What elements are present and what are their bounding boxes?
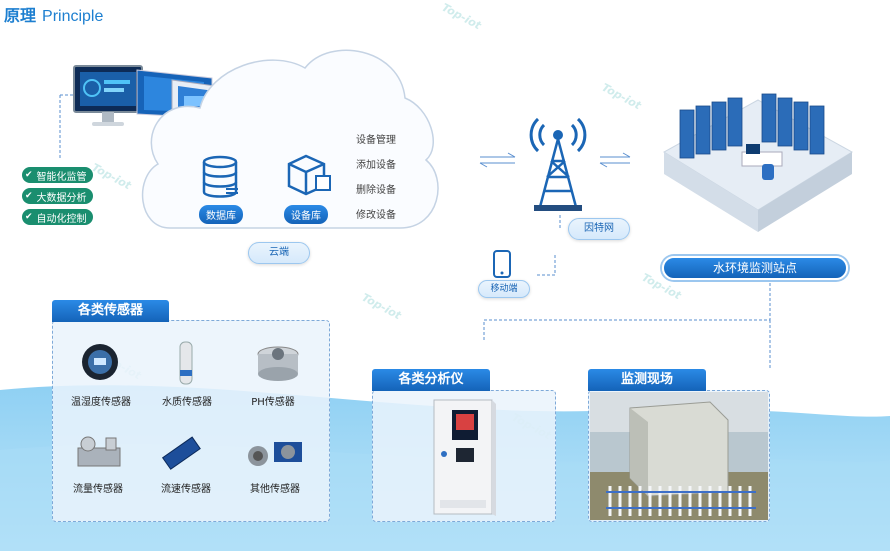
cloud-label: 云端 xyxy=(248,242,310,264)
site-title: 监测现场 xyxy=(588,369,706,391)
antenna-tower-icon xyxy=(529,117,587,211)
mobile-phone-icon xyxy=(493,250,511,278)
menu-item-manage: 设备管理 xyxy=(356,135,396,146)
check-icon: ✔ xyxy=(25,191,33,201)
feature-badge: ✔大数据分析 xyxy=(22,188,93,204)
cloud-shape xyxy=(141,49,439,229)
check-icon: ✔ xyxy=(25,212,33,222)
sensor-label-flow-speed: 流速传感器 xyxy=(161,484,211,495)
menu-item-delete: 删除设备 xyxy=(356,185,396,196)
server-room-image xyxy=(663,93,853,232)
sensor-label-humidity: 温湿度传感器 xyxy=(71,397,131,408)
station-label: 水环境监测站点 xyxy=(662,256,848,280)
feature-label: 智能化监管 xyxy=(36,171,87,183)
device-menu: 设备管理 添加设备 删除设备 修改设备 xyxy=(356,128,396,228)
feature-badge: ✔自动化控制 xyxy=(22,209,93,225)
feature-label: 自动化控制 xyxy=(36,213,87,225)
sensor-label-flow: 流量传感器 xyxy=(73,484,123,495)
sensors-title: 各类传感器 xyxy=(52,300,169,322)
menu-item-edit: 修改设备 xyxy=(356,210,396,221)
sensor-label-water-quality: 水质传感器 xyxy=(162,397,212,408)
analyzers-title: 各类分析仪 xyxy=(372,369,490,391)
feature-badge: ✔智能化监管 xyxy=(22,167,93,183)
flow-speed-sensor-image xyxy=(161,436,201,470)
flow-sensor-image xyxy=(77,436,121,467)
internet-label: 因特网 xyxy=(568,218,630,240)
feature-list: ✔智能化监管 ✔大数据分析 ✔自动化控制 xyxy=(22,167,93,225)
menu-item-add: 添加设备 xyxy=(356,160,396,171)
water-quality-sensor-image xyxy=(179,341,193,385)
monitoring-site-photo xyxy=(590,392,768,520)
sensor-label-ph: PH传感器 xyxy=(251,397,295,408)
sensor-label-other: 其他传感器 xyxy=(250,484,300,495)
mobile-label: 移动端 xyxy=(478,280,530,298)
title-en: Principle xyxy=(42,8,104,25)
ph-sensor-image xyxy=(257,346,299,381)
other-sensors-image xyxy=(248,442,302,466)
database-icon xyxy=(202,155,238,198)
feature-label: 大数据分析 xyxy=(36,192,87,204)
check-icon: ✔ xyxy=(25,170,33,180)
humidity-sensor-image xyxy=(82,344,118,380)
database-label: 数据库 xyxy=(199,205,243,224)
title-cn: 原理 xyxy=(4,6,37,25)
box-icon xyxy=(287,154,331,196)
analyzer-cabinet-image xyxy=(433,399,496,516)
page-title: 原理 Principle xyxy=(4,2,103,26)
device-library-label: 设备库 xyxy=(284,205,328,224)
